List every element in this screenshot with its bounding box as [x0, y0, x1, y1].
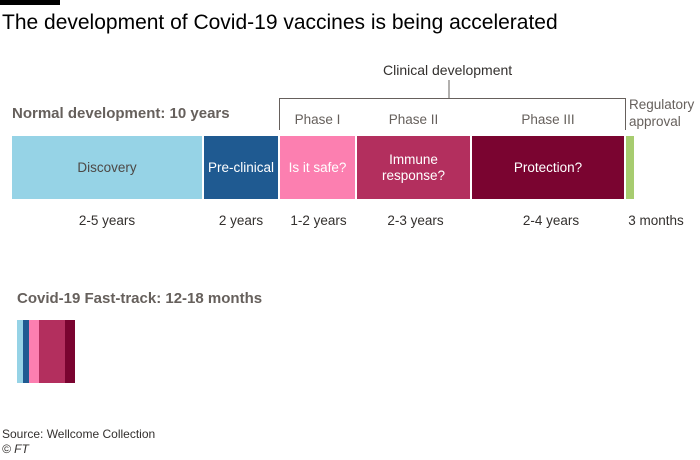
normal-development-title: Normal development: 10 years [12, 105, 230, 122]
regulatory-approval-label: Regulatory approval [629, 97, 695, 129]
fast-track-phase-2-segment [39, 320, 65, 383]
source-note: Source: Wellcome Collection [2, 427, 156, 441]
fast-track-phase-1-segment [29, 320, 39, 383]
discovery-duration: 2-5 years [78, 213, 136, 228]
page-title: The development of Covid-19 vaccines is … [2, 11, 558, 34]
discovery-segment: Discovery [12, 136, 202, 199]
phase-2-duration: 2-3 years [387, 213, 444, 228]
fast-track-pre-clinical-segment [23, 320, 29, 383]
phase-3-duration: 2-4 years [522, 213, 580, 228]
regulatory-duration: 3 months [628, 213, 684, 228]
fast-track-bar [17, 320, 75, 383]
phase-3-label: Phase III [521, 112, 575, 127]
fast-track-discovery-segment [17, 320, 23, 383]
phase-2-segment: Immune response? [357, 136, 470, 199]
phase-1-segment: Is it safe? [280, 136, 355, 199]
pre-clinical-duration: 2 years [218, 213, 264, 228]
phase-1-duration: 1-2 years [290, 213, 347, 228]
phase-2-label: Phase II [388, 112, 439, 127]
phase-1-label: Phase I [294, 112, 341, 127]
brand-bar [0, 0, 60, 5]
fast-track-phase-3-segment [65, 320, 75, 383]
clinical-development-label: Clinical development [383, 62, 513, 78]
phase-3-segment: Protection? [472, 136, 624, 199]
pre-clinical-segment: Pre-clinical [204, 136, 278, 199]
credit-note: © FT [2, 442, 29, 456]
regulatory-approval-segment [626, 136, 634, 199]
fast-track-title: Covid-19 Fast-track: 12-18 months [17, 290, 263, 307]
clinical-development-bracket [279, 80, 626, 130]
